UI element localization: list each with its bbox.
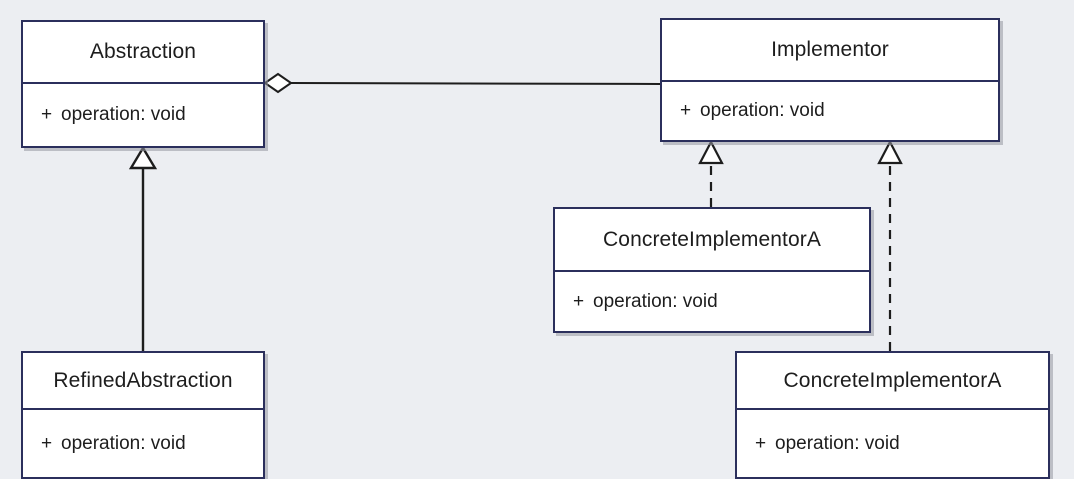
realization-concrete-implementor-a[interactable] [698, 139, 724, 207]
aggregation-abstraction-implementor[interactable] [263, 72, 661, 94]
hollow-diamond-marker [263, 72, 293, 94]
realization-concrete-implementor-a-2[interactable] [877, 139, 903, 351]
hollow-triangle-marker [698, 139, 724, 165]
class-name-label: ConcreteImplementorA [783, 368, 1002, 392]
class-members-compartment: + operation: void [737, 410, 1048, 477]
class-members-compartment: + operation: void [23, 84, 263, 146]
uml-class-concrete-implementor-a-2[interactable]: ConcreteImplementorA + operation: void [735, 351, 1050, 479]
uml-class-concrete-implementor-a[interactable]: ConcreteImplementorA + operation: void [553, 207, 871, 333]
member-signature: operation: void [593, 290, 718, 312]
class-name-label: Abstraction [89, 40, 197, 64]
class-name-label: RefinedAbstraction [53, 368, 233, 392]
class-name-label: Implementor [771, 38, 889, 62]
generalization-refined-abstraction[interactable] [128, 145, 158, 351]
member-visibility: + [41, 432, 53, 454]
aggregation-line [290, 82, 661, 85]
class-member-row: + operation: void [41, 433, 186, 455]
member-signature: operation: void [61, 432, 186, 454]
uml-class-implementor[interactable]: Implementor + operation: void [660, 18, 1000, 142]
class-name-compartment: Abstraction [23, 22, 263, 84]
hollow-triangle-marker [877, 139, 903, 165]
class-members-compartment: + operation: void [23, 410, 263, 477]
class-member-row: + operation: void [41, 104, 186, 126]
uml-class-refined-abstraction[interactable]: RefinedAbstraction + operation: void [21, 351, 265, 479]
hollow-triangle-marker [128, 145, 158, 170]
class-member-row: + operation: void [680, 100, 825, 122]
class-name-compartment: ConcreteImplementorA [555, 209, 869, 272]
uml-class-diagram-canvas: Abstraction + operation: void Implementor… [21, 18, 1050, 479]
class-members-compartment: + operation: void [555, 272, 869, 331]
member-signature: operation: void [775, 432, 900, 454]
class-members-compartment: + operation: void [662, 82, 998, 140]
member-visibility: + [680, 100, 692, 121]
uml-class-abstraction[interactable]: Abstraction + operation: void [21, 20, 265, 148]
class-name-compartment: ConcreteImplementorA [737, 353, 1048, 410]
member-signature: operation: void [700, 100, 825, 121]
class-member-row: + operation: void [573, 291, 718, 313]
class-name-label: ConcreteImplementorA [603, 227, 821, 251]
member-signature: operation: void [61, 104, 186, 125]
class-member-row: + operation: void [755, 433, 900, 455]
member-visibility: + [41, 104, 53, 125]
class-name-compartment: Implementor [662, 20, 998, 82]
member-visibility: + [573, 290, 585, 312]
class-name-compartment: RefinedAbstraction [23, 353, 263, 410]
member-visibility: + [755, 432, 767, 454]
